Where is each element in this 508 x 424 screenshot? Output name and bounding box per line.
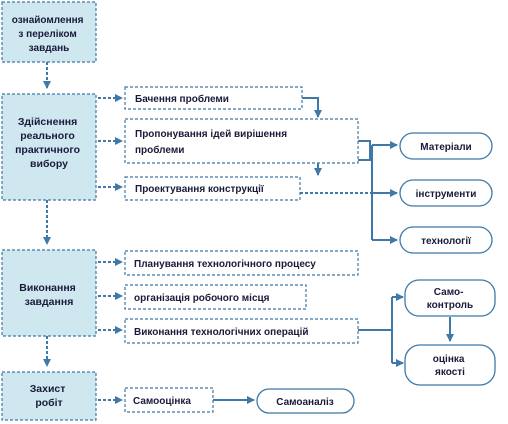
pill-self-control-box (404, 279, 496, 317)
pill-technologies-label: технології (421, 236, 471, 247)
pill-quality-label: оцінка якості (433, 354, 467, 378)
task-workplace-label: організація робочого місця (134, 292, 270, 304)
task-problem-vision-label: Бачення проблеми (135, 93, 229, 105)
task-planning-box (124, 250, 359, 276)
stage-familiarization-box (1, 1, 97, 63)
stage-execution-box (1, 249, 97, 337)
pill-technologies-box (399, 226, 493, 254)
pill-materials-label: Матеріали (420, 142, 471, 153)
stage-defense-label: Захист робіт (30, 383, 69, 409)
pill-materials-box (399, 132, 493, 160)
pill-tools-label: інструменти (416, 189, 477, 200)
task-planning-label: Планування технологічного процесу (134, 259, 316, 270)
task-operations-label: Виконання технологічних операцій (134, 327, 309, 338)
pill-self-control-label: Само- контроль (427, 287, 473, 311)
stage-choice-label: Здійснення реального практичного вибору (15, 116, 83, 170)
pill-self-analysis-label: Самоаналіз (276, 397, 334, 408)
stage-execution-label: Виконання завдання (19, 282, 78, 308)
task-self-assessment-label: Самооцінка (133, 396, 191, 407)
task-ideas-label: Пропонування ідей вирішення проблеми (135, 129, 290, 156)
task-ideas-box (124, 118, 359, 164)
pill-self-analysis-box (256, 388, 355, 414)
task-design-box (124, 176, 301, 201)
task-design-label: Проектування конструкції (135, 184, 264, 195)
arrow-vision-to-ideas (302, 97, 322, 118)
stage-familiarization-label: ознайомлення з переліком завдань (12, 15, 87, 54)
task-workplace-box (124, 284, 307, 310)
arrow-ideas-to-design (314, 140, 371, 176)
stage-defense-box (1, 371, 97, 421)
task-problem-vision-box (124, 86, 303, 110)
pill-tools-box (399, 179, 493, 207)
pill-quality-box (404, 344, 496, 386)
task-operations-box (124, 318, 359, 344)
stage-choice-box (1, 93, 97, 201)
task-self-assessment-box (124, 387, 214, 413)
